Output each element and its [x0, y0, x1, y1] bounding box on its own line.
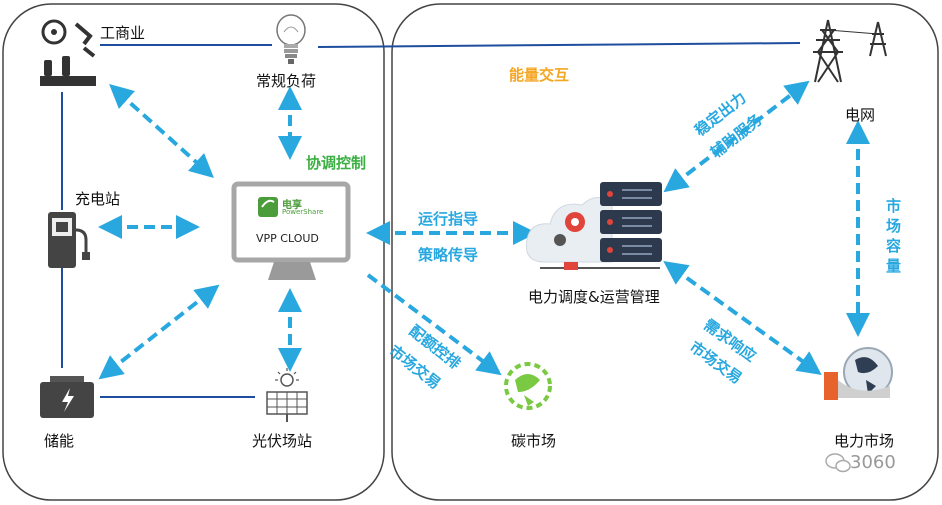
label-grid: 电网: [845, 106, 876, 124]
watermark-text: 3060: [850, 452, 896, 473]
label-industry: 工商业: [100, 24, 146, 42]
arrow-vpp-carbon: [366, 273, 502, 376]
wechat-icon: [825, 453, 851, 473]
label-pv-station: 光伏场站: [252, 432, 313, 450]
label-run-guidance: 运行指导: [418, 210, 479, 228]
globe-hand-icon: [824, 347, 893, 400]
label-carbon-market: 碳市场: [511, 432, 557, 450]
vpp-title: VPP CLOUD: [256, 232, 319, 245]
label-energy-interaction: 能量交互: [509, 66, 570, 84]
vpp-logo-cn: 电享: [282, 200, 302, 211]
connection-lines: [61, 42, 801, 398]
label-power-market: 电力市场: [834, 432, 895, 450]
vpp-logo-en: PowerShare: [282, 208, 324, 216]
lightbulb-icon: [276, 14, 306, 64]
label-storage: 储能: [44, 432, 75, 450]
cloud-server-icon: [525, 182, 662, 270]
arrow-industry-vpp: [109, 83, 214, 179]
arrow-storage-vpp: [98, 284, 220, 380]
vpp-monitor-icon: [231, 181, 351, 280]
battery-icon: [40, 376, 94, 418]
arrow-dispatch-grid: [663, 80, 810, 193]
label-strategy: 策略传导: [418, 246, 479, 264]
power-tower-icon: [813, 19, 887, 83]
arrow-dispatch-market: [663, 260, 822, 376]
label-regular-load: 常规负荷: [256, 72, 317, 90]
label-charging-station: 充电站: [75, 190, 121, 208]
right-region-frame: [391, 3, 939, 501]
charging-station-icon: [48, 212, 90, 268]
carbon-earth-icon: [504, 362, 552, 410]
industry-icon: [40, 19, 96, 86]
label-coordination: 协调控制: [306, 154, 367, 172]
flow-arrows: [98, 80, 870, 380]
label-market-capacity: 市场容量: [886, 197, 902, 275]
solar-panel-icon: [266, 368, 308, 422]
left-region-frame: [2, 3, 385, 501]
label-dispatch: 电力调度&运营管理: [528, 288, 660, 306]
